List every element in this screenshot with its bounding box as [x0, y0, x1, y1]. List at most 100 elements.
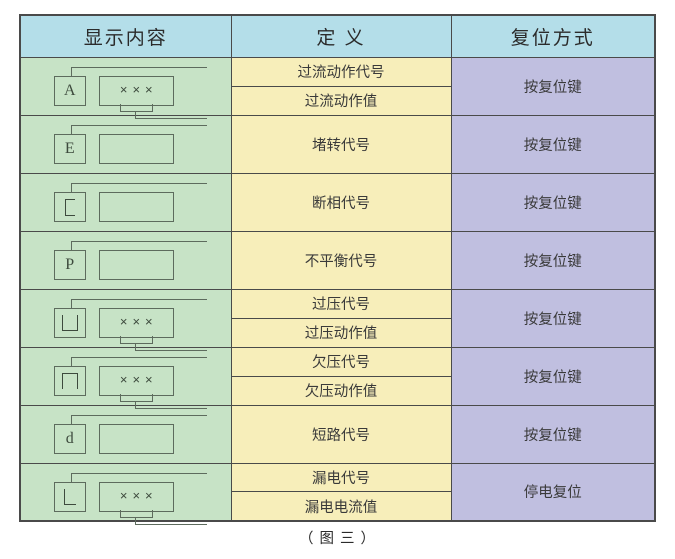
- reset-method-cell: 按复位键: [450, 56, 656, 116]
- icon-bottom-tab: [119, 509, 153, 518]
- icon-lead-line-top: [70, 183, 207, 184]
- icon-lead-line-top: [70, 357, 207, 358]
- table-row: E 堵转代号按复位键: [19, 114, 656, 174]
- icon-lead-drop-top: [70, 299, 72, 308]
- reset-method-cell: 按复位键: [450, 346, 656, 406]
- definition-cell: 过流动作代号: [230, 56, 452, 87]
- definition-cell: 漏电电流值: [230, 491, 452, 522]
- icon-lead-drop-top: [70, 415, 72, 424]
- reset-method-cell: 按复位键: [450, 114, 656, 174]
- reset-method-cell: 按复位键: [450, 288, 656, 348]
- table-row: 断相代号按复位键: [19, 172, 656, 232]
- icon-lead-line-top: [70, 472, 207, 474]
- definition-cell: 过压动作值: [230, 317, 452, 348]
- icon-letter-box: [53, 308, 86, 338]
- display-icon-overcurrent: A ×××: [41, 63, 211, 119]
- figure-caption: （ 图 三 ）: [298, 531, 377, 547]
- icon-letter-box: E: [53, 134, 86, 164]
- definition-cell: 欠压代号: [230, 346, 452, 377]
- icon-data-box: ×××: [98, 76, 174, 106]
- reset-method-cell: 按复位键: [450, 404, 656, 464]
- icon-lead-drop-top: [70, 472, 72, 482]
- table-row: ××× 欠压代号按复位键: [19, 346, 656, 409]
- header-definition: 定 义: [230, 14, 452, 58]
- icon-lead-line-top: [70, 415, 207, 416]
- table-row: P 不平衡代号按复位键: [19, 230, 656, 290]
- display-cell-short-circuit: d: [19, 404, 232, 464]
- icon-bottom-tab: [119, 336, 153, 344]
- icon-data-box: [98, 250, 174, 280]
- icon-letter-box: P: [53, 250, 86, 280]
- icon-lead-line-top: [70, 299, 207, 300]
- icon-bottom-tab: [119, 104, 153, 112]
- display-cell-earth-leakage: ×××: [19, 462, 232, 525]
- header-row: 显示内容 定 义 复位方式: [19, 14, 656, 58]
- definition-cell: 过流动作值: [230, 85, 452, 116]
- table-header: 显示内容 定 义 复位方式: [19, 14, 656, 58]
- icon-lead-line-bottom: [134, 523, 207, 525]
- definition-cell: 过压代号: [230, 288, 452, 319]
- icon-lead-line-top: [70, 67, 207, 68]
- icon-letter-shape: [64, 198, 75, 216]
- definition-cell: 欠压动作值: [230, 375, 452, 406]
- icon-lead-line-bottom: [134, 350, 207, 351]
- table-row: 过压动作值: [20, 317, 655, 348]
- header-display-content: 显示内容: [19, 14, 232, 58]
- display-cell-overvoltage: ×××: [19, 288, 232, 351]
- definition-cell: 漏电代号: [230, 462, 452, 493]
- table-row: ××× 过压代号按复位键: [19, 288, 656, 351]
- table-row: 漏电电流值: [20, 491, 655, 522]
- display-icon-undervoltage: ×××: [41, 353, 211, 409]
- icon-data-box: [98, 192, 174, 222]
- reset-method-cell: 停电复位: [450, 462, 656, 522]
- icon-lead-drop-top: [70, 67, 72, 76]
- display-icon-locked-rotor: E: [41, 121, 211, 167]
- display-cell-unbalance: P: [19, 230, 232, 290]
- definition-cell: 堵转代号: [230, 114, 452, 174]
- icon-lead-line-top: [70, 125, 207, 126]
- icon-letter-shape: [61, 315, 78, 332]
- icon-lead-line-top: [70, 241, 207, 242]
- definition-cell: 短路代号: [230, 404, 452, 464]
- icon-letter-glyph: [55, 483, 85, 511]
- display-cell-overcurrent: A ×××: [19, 56, 232, 119]
- icon-data-box: ×××: [98, 481, 174, 512]
- icon-letter-box: [53, 192, 86, 222]
- definition-cell: 断相代号: [230, 172, 452, 232]
- icon-letter-box: A: [53, 76, 86, 106]
- icon-letter-box: d: [53, 424, 86, 454]
- table-row: 过流动作值: [20, 85, 655, 116]
- icon-data-box: ×××: [98, 366, 174, 396]
- reset-method-cell: 按复位键: [450, 230, 656, 290]
- icon-lead-drop-top: [70, 125, 72, 134]
- display-cell-undervoltage: ×××: [19, 346, 232, 409]
- definition-cell: 不平衡代号: [230, 230, 452, 290]
- display-cell-locked-rotor: E: [19, 114, 232, 174]
- icon-lead-drop-bottom: [134, 343, 136, 350]
- icon-data-box: [98, 134, 174, 164]
- icon-data-box: [98, 424, 174, 454]
- icon-lead-drop-top: [70, 357, 72, 366]
- icon-letter-glyph: [55, 193, 85, 221]
- table-row: d 短路代号按复位键: [19, 404, 656, 464]
- header-reset-method: 复位方式: [450, 14, 656, 58]
- icon-letter-shape: [63, 489, 76, 506]
- display-icon-overvoltage: ×××: [41, 295, 211, 351]
- display-cell-phase-loss: [19, 172, 232, 232]
- icon-lead-drop-bottom: [134, 516, 136, 524]
- table-row: ××× 漏电代号停电复位: [19, 462, 656, 525]
- icon-lead-line-bottom: [134, 408, 207, 409]
- icon-data-box: ×××: [98, 308, 174, 338]
- icon-letter-box: [53, 481, 86, 512]
- display-icon-earth-leakage: ×××: [41, 469, 211, 525]
- icon-lead-drop-top: [70, 183, 72, 192]
- icon-lead-line-bottom: [134, 118, 207, 119]
- icon-letter-box: [53, 366, 86, 396]
- display-icon-unbalance: P: [41, 237, 211, 283]
- table-row: A ××× 过流动作代号按复位键: [19, 56, 656, 119]
- icon-letter-shape: [61, 373, 78, 390]
